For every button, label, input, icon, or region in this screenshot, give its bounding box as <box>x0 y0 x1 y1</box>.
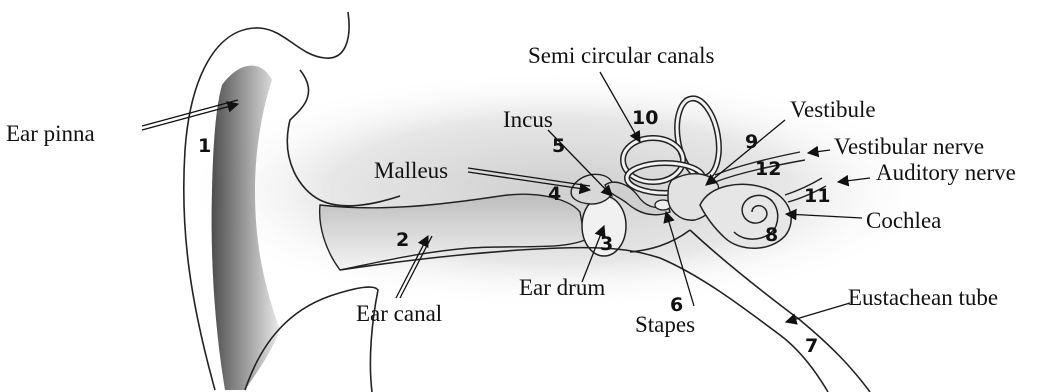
label-auditory-nerve: Auditory nerve <box>876 160 1016 185</box>
pointer-eustachean <box>786 303 850 322</box>
number-8: 8 <box>765 224 778 246</box>
label-semicircular-canals: Semi circular canals <box>528 43 715 68</box>
number-10: 10 <box>632 107 658 129</box>
number-11: 11 <box>804 185 830 207</box>
label-malleus: Malleus <box>374 158 448 183</box>
number-3: 3 <box>600 233 613 255</box>
label-ear-pinna: Ear pinna <box>6 121 95 146</box>
label-eustachean-tube: Eustachean tube <box>848 285 998 310</box>
number-7: 7 <box>805 335 818 357</box>
number-1: 1 <box>198 135 211 157</box>
label-cochlea: Cochlea <box>866 208 941 233</box>
number-9: 9 <box>745 131 758 153</box>
label-stapes: Stapes <box>635 312 695 337</box>
number-2: 2 <box>396 229 409 251</box>
label-incus: Incus <box>503 107 553 132</box>
label-vestibule: Vestibule <box>790 97 876 122</box>
label-ear-drum: Ear drum <box>519 275 605 300</box>
number-4: 4 <box>548 183 561 205</box>
number-12: 12 <box>755 158 781 180</box>
number-6: 6 <box>670 294 683 316</box>
number-5: 5 <box>552 135 565 157</box>
label-vestibular-nerve: Vestibular nerve <box>834 134 984 159</box>
label-ear-canal: Ear canal <box>356 301 442 326</box>
